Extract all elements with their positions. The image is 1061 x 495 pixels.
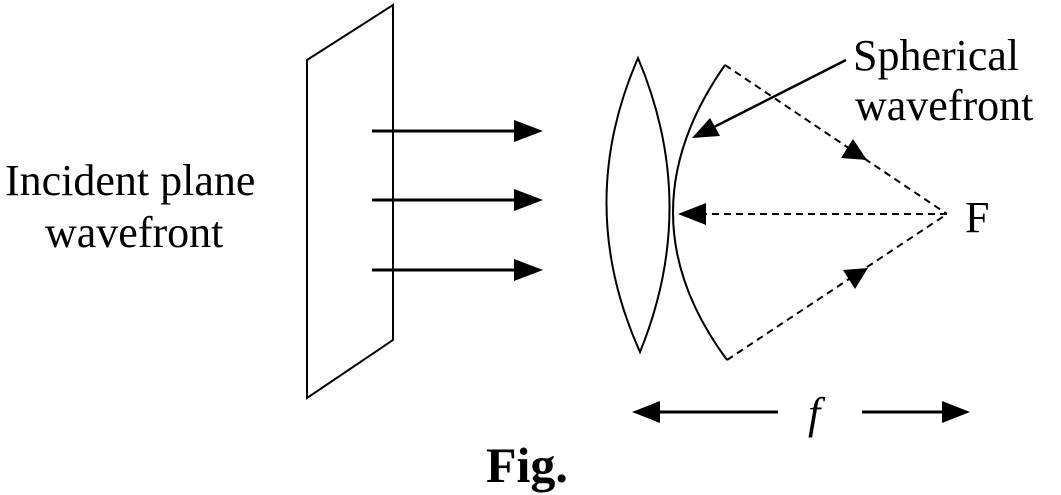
spherical-label-line1: Spherical bbox=[853, 31, 1019, 80]
incident-label-line1: Incident plane bbox=[5, 156, 255, 205]
upper-ray-arrowhead bbox=[841, 139, 867, 160]
incident-rays bbox=[372, 120, 543, 281]
convex-lens bbox=[605, 55, 671, 355]
spherical-label-line2: wavefront bbox=[855, 81, 1033, 130]
spherical-wavefront-pointer bbox=[692, 58, 847, 138]
upper-converging-ray bbox=[724, 64, 948, 215]
converging-rays bbox=[724, 64, 948, 361]
figure-caption: Fig. bbox=[486, 437, 568, 493]
lower-ray-arrowhead bbox=[843, 268, 868, 289]
incident-ray bbox=[372, 189, 543, 211]
incident-ray bbox=[372, 259, 543, 281]
lower-converging-ray bbox=[726, 213, 948, 361]
incident-label-line2: wavefront bbox=[45, 208, 223, 257]
plane-wavefront-shape bbox=[306, 3, 394, 400]
focal-length-indicator bbox=[632, 401, 970, 423]
focus-label: F bbox=[965, 193, 989, 242]
incident-ray bbox=[372, 120, 543, 142]
axis-ray bbox=[678, 203, 947, 225]
spherical-wavefront-arc bbox=[672, 64, 728, 361]
focal-length-label: f bbox=[808, 389, 826, 438]
